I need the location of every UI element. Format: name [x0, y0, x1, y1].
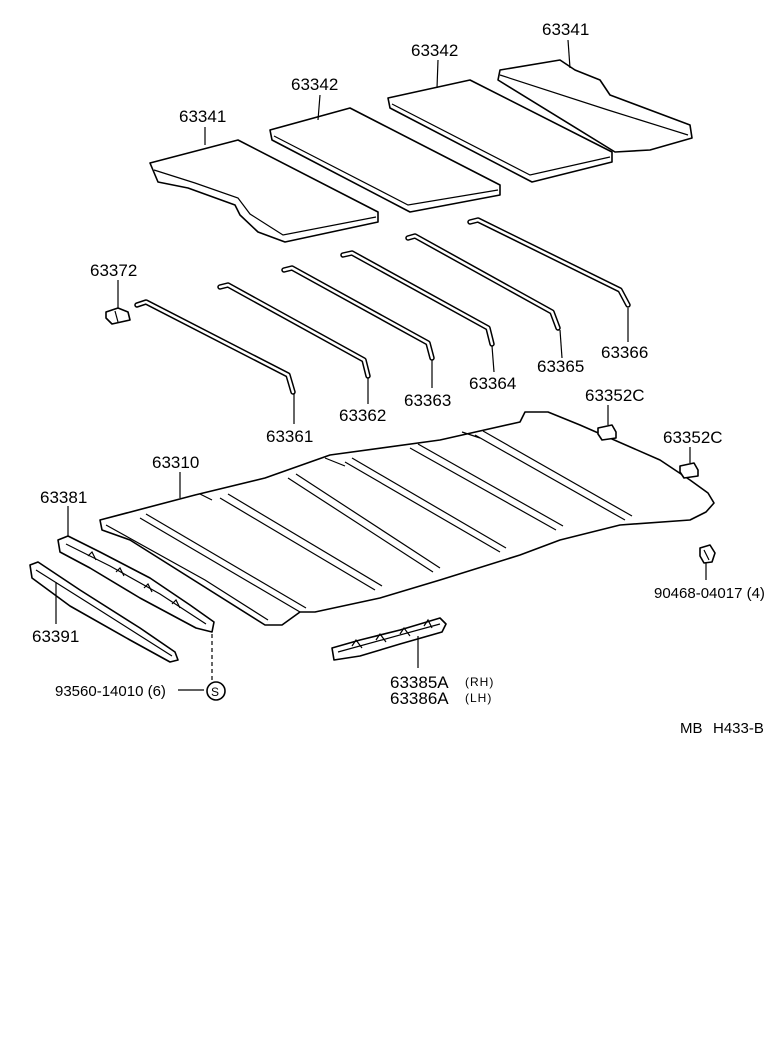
label-93560-14010: 93560-14010 (6)	[55, 683, 166, 700]
label-63352c-a: 63352C	[585, 386, 645, 405]
retainer-63381	[57, 535, 215, 633]
roof-bow-63361	[134, 299, 296, 395]
roof-bow-63362	[217, 282, 371, 379]
panel-63342-mid	[269, 107, 501, 213]
label-63372: 63372	[90, 261, 137, 280]
clip-90468	[699, 544, 716, 564]
label-63363: 63363	[404, 391, 451, 410]
label-63381: 63381	[40, 488, 87, 507]
headlining-63310	[99, 411, 715, 626]
label-63385a: 63385A	[390, 673, 449, 692]
label-63385a-side: (RH)	[465, 675, 494, 689]
label-63310: 63310	[152, 453, 199, 472]
moulding-63391	[29, 561, 179, 663]
roof-bow-63365	[405, 233, 561, 331]
label-63366: 63366	[601, 343, 648, 362]
label-63386a: 63386A	[390, 689, 449, 708]
screw-symbol-circle	[206, 681, 226, 701]
roof-bow-63364	[340, 250, 495, 347]
label-63342-top: 63342	[411, 41, 458, 60]
clip-63352c-b	[679, 462, 699, 479]
clip-63372	[105, 307, 131, 325]
roof-bow-63363	[281, 265, 435, 361]
label-63342-mid: 63342	[291, 75, 338, 94]
clip-63352c-a	[597, 424, 617, 441]
roof-bow-63366	[467, 217, 631, 308]
label-63341-left: 63341	[179, 107, 226, 126]
label-63364: 63364	[469, 374, 516, 393]
diagram-code-ref: H433-B	[713, 720, 764, 737]
label-63341-top: 63341	[542, 20, 589, 39]
diagram-code-prefix: MB	[680, 720, 703, 737]
label-63365: 63365	[537, 357, 584, 376]
label-90468-04017: 90468-04017 (4)	[654, 585, 765, 602]
label-63391: 63391	[32, 627, 79, 646]
retainer-63385a-63386a	[331, 617, 447, 661]
label-63386a-side: (LH)	[465, 691, 492, 705]
screw-symbol-letter: S	[211, 685, 220, 699]
panel-63341-left	[149, 139, 379, 243]
panel-63342-top	[387, 79, 613, 183]
label-63361: 63361	[266, 427, 313, 446]
label-63352c-b: 63352C	[663, 428, 723, 447]
label-63362: 63362	[339, 406, 386, 425]
